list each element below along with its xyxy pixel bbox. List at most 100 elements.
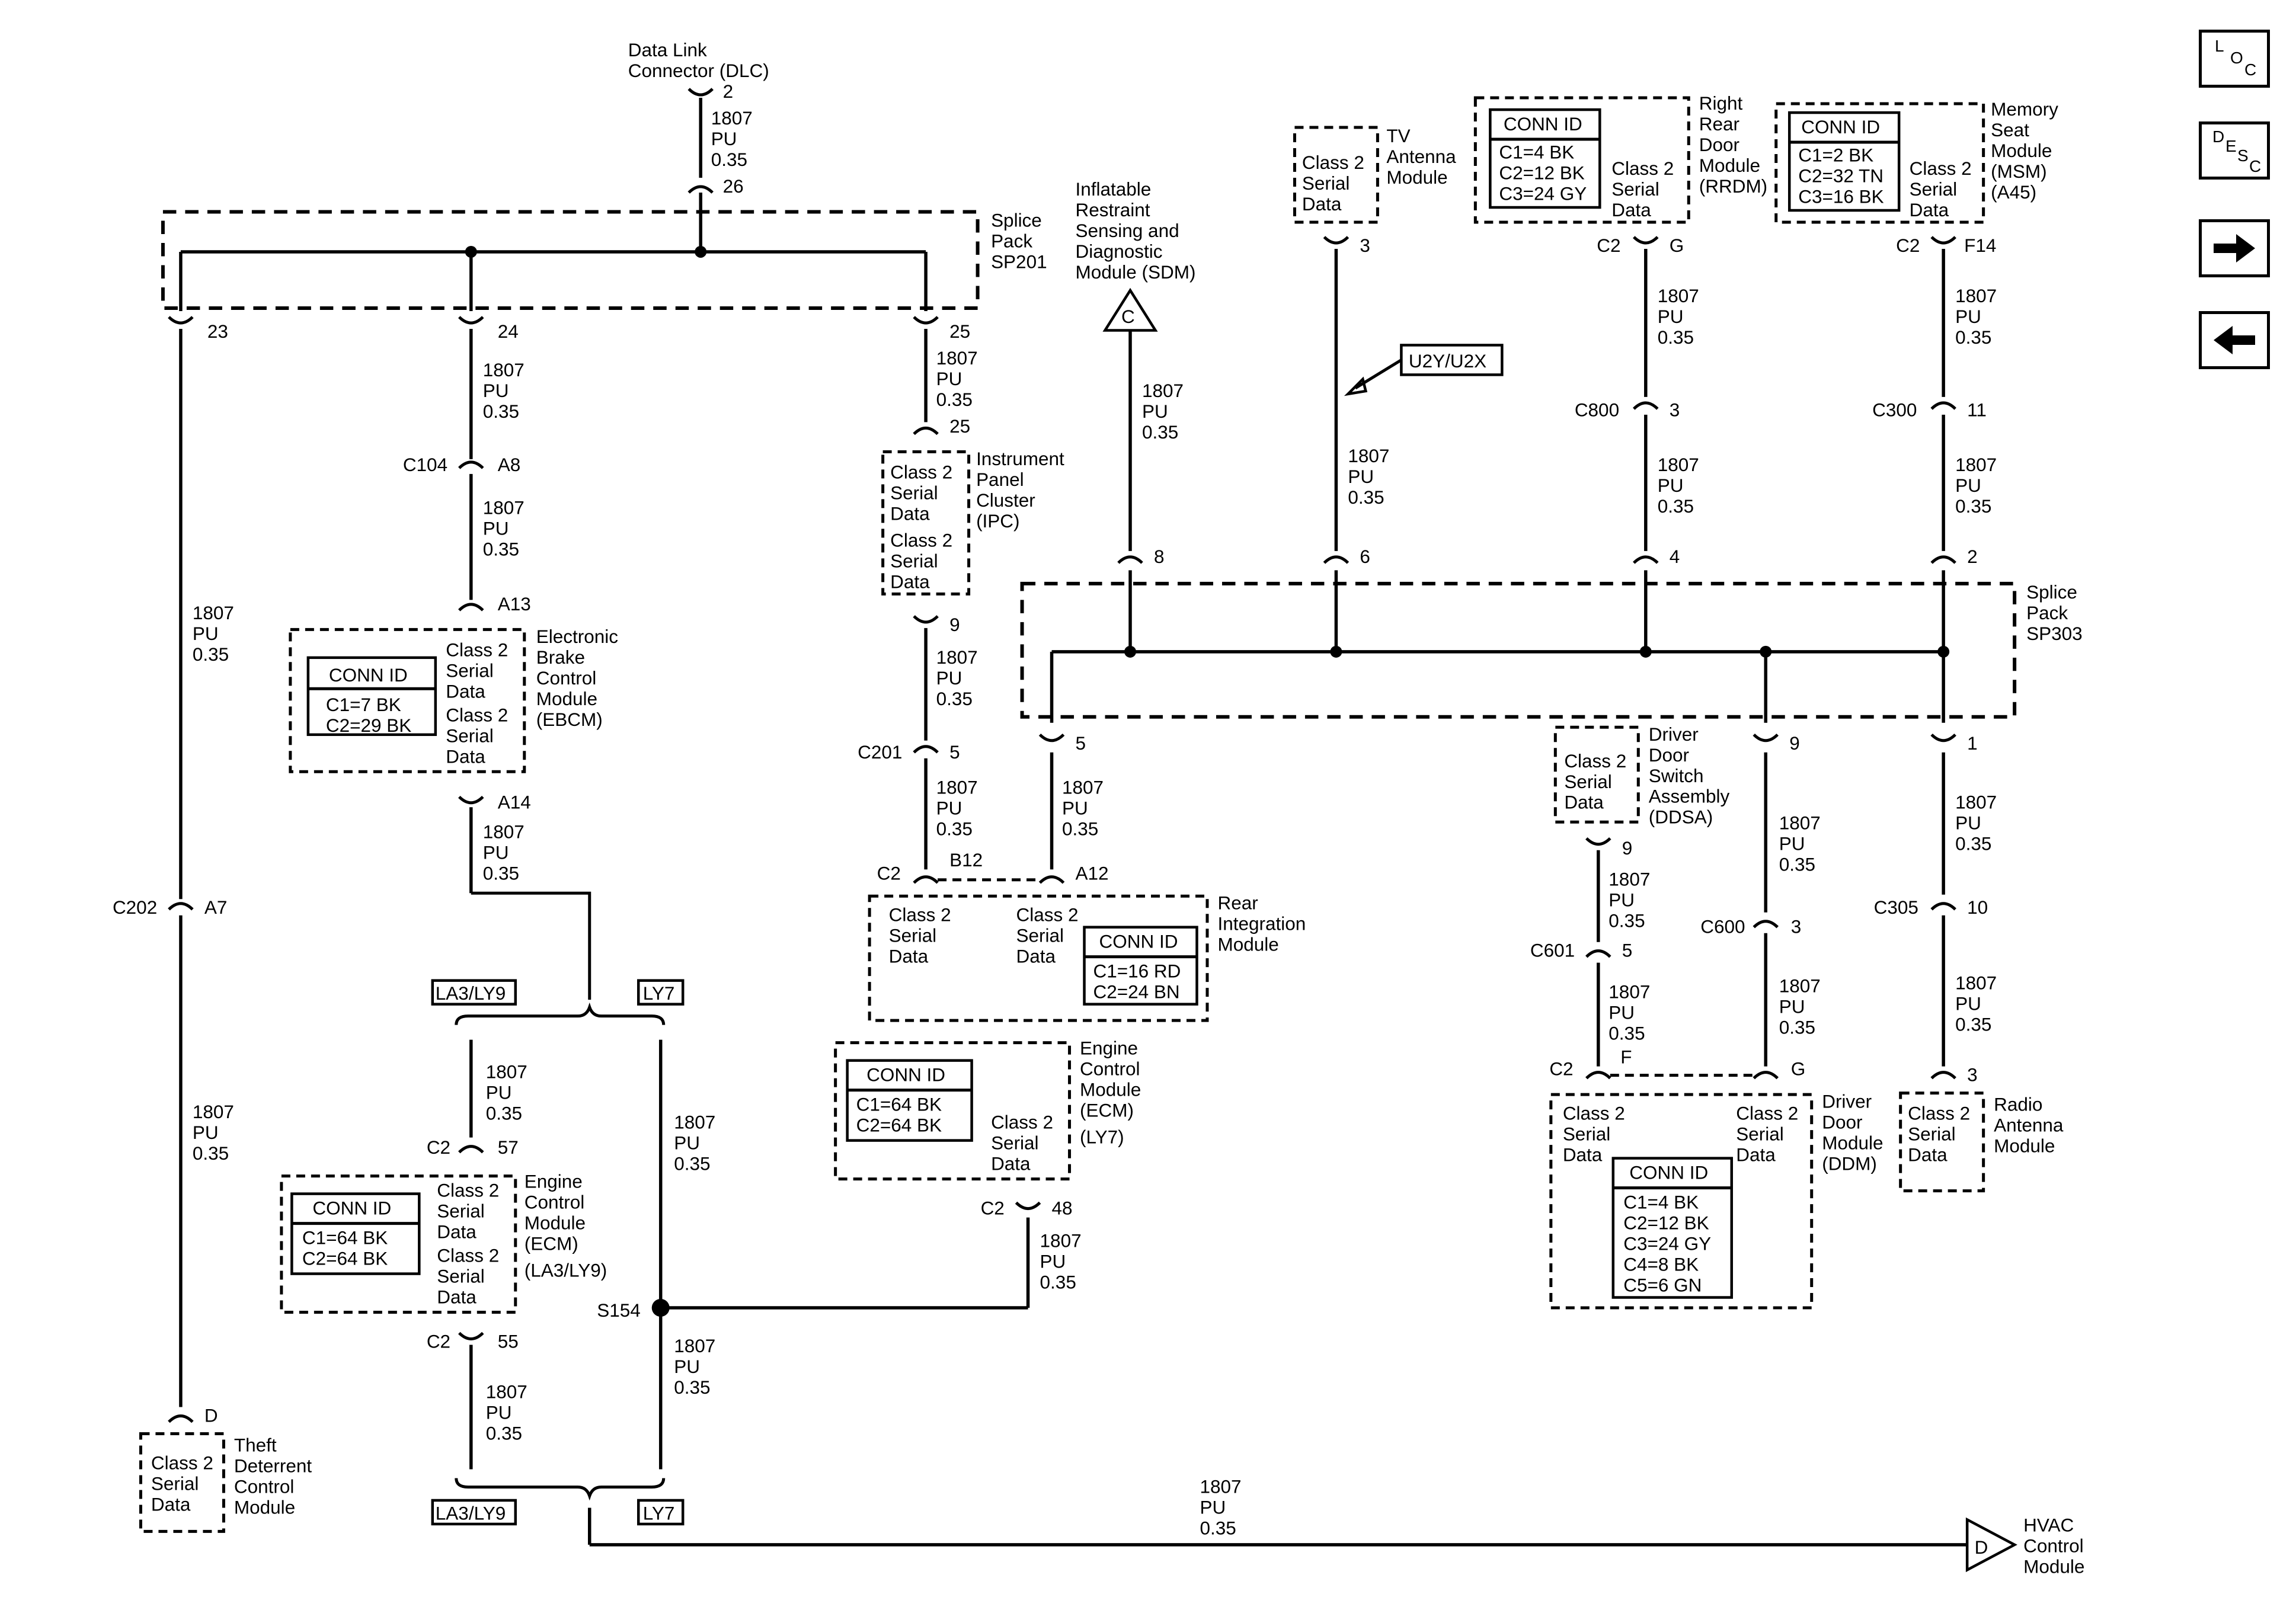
svg-text:9: 9 [1789,732,1800,754]
svg-text:Driver: Driver [1649,724,1699,745]
svg-text:D: D [2212,127,2224,146]
svg-text:CONN ID: CONN ID [329,664,408,686]
svg-text:C2: C2 [427,1331,450,1352]
svg-text:Brake: Brake [536,646,585,668]
svg-text:Serial: Serial [437,1266,485,1287]
wire-ipc-to-rim: 9 1807 PU 0.35 C201 5 1807 PU 0.35 C2 B1… [858,614,1042,884]
svg-text:0.35: 0.35 [483,401,519,422]
svg-text:10: 10 [1967,897,1988,918]
svg-text:Control: Control [2023,1535,2084,1556]
svg-text:24: 24 [498,321,519,342]
wire-to-rrdm: C2 G 1807 PU 0.35 C800 3 1807 PU 0.35 [1575,235,1699,551]
svg-text:Module: Module [2023,1555,2084,1577]
svg-text:SP303: SP303 [2026,623,2083,644]
svg-text:(A45): (A45) [1991,181,2036,203]
svg-text:CONN ID: CONN ID [1504,113,1582,135]
svg-text:L: L [2215,37,2224,55]
svg-text:PU: PU [1955,475,1981,496]
svg-text:Serial: Serial [1611,178,1659,200]
svg-text:C800: C800 [1575,399,1619,420]
svg-text:2: 2 [723,81,734,102]
svg-text:(DDSA): (DDSA) [1649,806,1713,828]
svg-text:1807: 1807 [1955,285,1997,306]
svg-text:Sensing and: Sensing and [1076,220,1179,241]
svg-text:CONN ID: CONN ID [312,1198,391,1219]
svg-text:(DDM): (DDM) [1822,1153,1877,1174]
svg-text:PU: PU [1955,306,1981,327]
svg-text:Door: Door [1649,744,1689,766]
svg-text:1807: 1807 [193,602,234,623]
svg-text:Data Link: Data Link [628,39,707,60]
svg-text:PU: PU [1348,466,1374,487]
svg-text:Serial: Serial [889,925,937,946]
svg-text:1: 1 [1967,732,1978,754]
svg-text:LY7: LY7 [643,982,675,1004]
wire-to-hvac: 1807 PU 0.35 [589,1475,1968,1547]
svg-text:5: 5 [1622,940,1633,961]
svg-text:Serial: Serial [1908,1124,1955,1145]
svg-text:HVAC: HVAC [2023,1514,2074,1535]
svg-text:Door: Door [1699,134,1739,155]
desc-button[interactable]: D E S C [2199,121,2270,180]
svg-text:C2: C2 [1597,235,1620,256]
svg-text:0.35: 0.35 [486,1103,522,1124]
svg-text:0.35: 0.35 [483,538,519,559]
svg-text:PU: PU [1955,812,1981,834]
svg-text:C2=64 BK: C2=64 BK [856,1115,942,1136]
svg-text:C3=24 GY: C3=24 GY [1499,183,1587,204]
svg-text:57: 57 [498,1137,519,1158]
svg-text:Module: Module [1822,1132,1883,1154]
svg-text:PU: PU [483,517,509,539]
previous-page-button[interactable] [2199,311,2270,369]
svg-text:0.35: 0.35 [1955,327,1991,348]
svg-text:Data: Data [890,502,930,524]
option-labels-bottom: LA3/LY9 LY7 [431,1478,685,1545]
svg-text:1807: 1807 [1609,869,1650,890]
svg-text:C1=64 BK: C1=64 BK [856,1094,942,1115]
svg-text:Radio: Radio [1994,1094,2042,1115]
ebcm-module: CONN ID C1=7 BK C2=29 BK Class 2 Serial … [289,626,618,773]
svg-text:Data: Data [446,680,485,702]
tv-antenna-module: Class 2 Serial Data TV Antenna Module 3 … [1293,125,1456,551]
svg-text:0.35: 0.35 [1658,495,1694,517]
wire-to-msm: C2 F14 1807 PU 0.35 C300 11 1807 PU 0.35 [1872,235,1997,551]
svg-text:C2=29 BK: C2=29 BK [326,715,411,736]
svg-text:1807: 1807 [1609,981,1650,1003]
svg-text:1807: 1807 [1955,792,1997,813]
svg-text:1807: 1807 [711,107,753,129]
svg-text:Class 2: Class 2 [446,704,508,725]
svg-text:PU: PU [1779,996,1805,1017]
svg-text:PU: PU [674,1356,700,1377]
ecm-la3-module: CONN ID C1=64 BK C2=64 BK Class 2 Serial… [280,1171,607,1314]
svg-text:(LA3/LY9): (LA3/LY9) [525,1260,607,1281]
svg-text:Serial: Serial [437,1201,485,1222]
svg-text:Antenna: Antenna [1994,1115,2064,1136]
svg-text:TV: TV [1386,125,1410,146]
svg-text:O: O [2230,49,2243,67]
svg-text:Module: Module [1699,155,1760,176]
svg-text:Data: Data [1611,199,1651,220]
svg-text:Data: Data [1302,193,1342,215]
svg-text:Class 2: Class 2 [1302,152,1364,173]
svg-text:F14: F14 [1964,235,1996,256]
svg-text:Data: Data [446,745,485,767]
next-page-button[interactable] [2199,219,2270,277]
svg-text:Module: Module [234,1496,295,1518]
svg-text:C601: C601 [1530,940,1575,961]
svg-text:PU: PU [1779,833,1805,854]
svg-text:6: 6 [1360,546,1370,567]
svg-text:Module: Module [536,688,597,709]
svg-text:Serial: Serial [1563,1124,1610,1145]
svg-text:1807: 1807 [936,646,978,668]
wire-sp303-to-ddm: 1807 PU 0.35 C600 3 1807 PU 0.35 G [1700,752,1821,1080]
svg-text:Class 2: Class 2 [1016,904,1079,926]
svg-text:C4=8 BK: C4=8 BK [1623,1254,1699,1275]
svg-text:PU: PU [1142,401,1168,422]
svg-text:48: 48 [1052,1198,1073,1219]
radio-antenna-module: Class 2 Serial Data Radio Antenna Module [1899,1092,2064,1193]
svg-text:(ECM): (ECM) [525,1233,578,1254]
svg-text:Pack: Pack [2026,602,2068,623]
loc-button[interactable]: L O C [2199,30,2270,88]
wire-sp303-to-rim: 1807 PU 0.35 A12 [1038,752,1109,884]
svg-text:Data: Data [1908,1144,1948,1166]
